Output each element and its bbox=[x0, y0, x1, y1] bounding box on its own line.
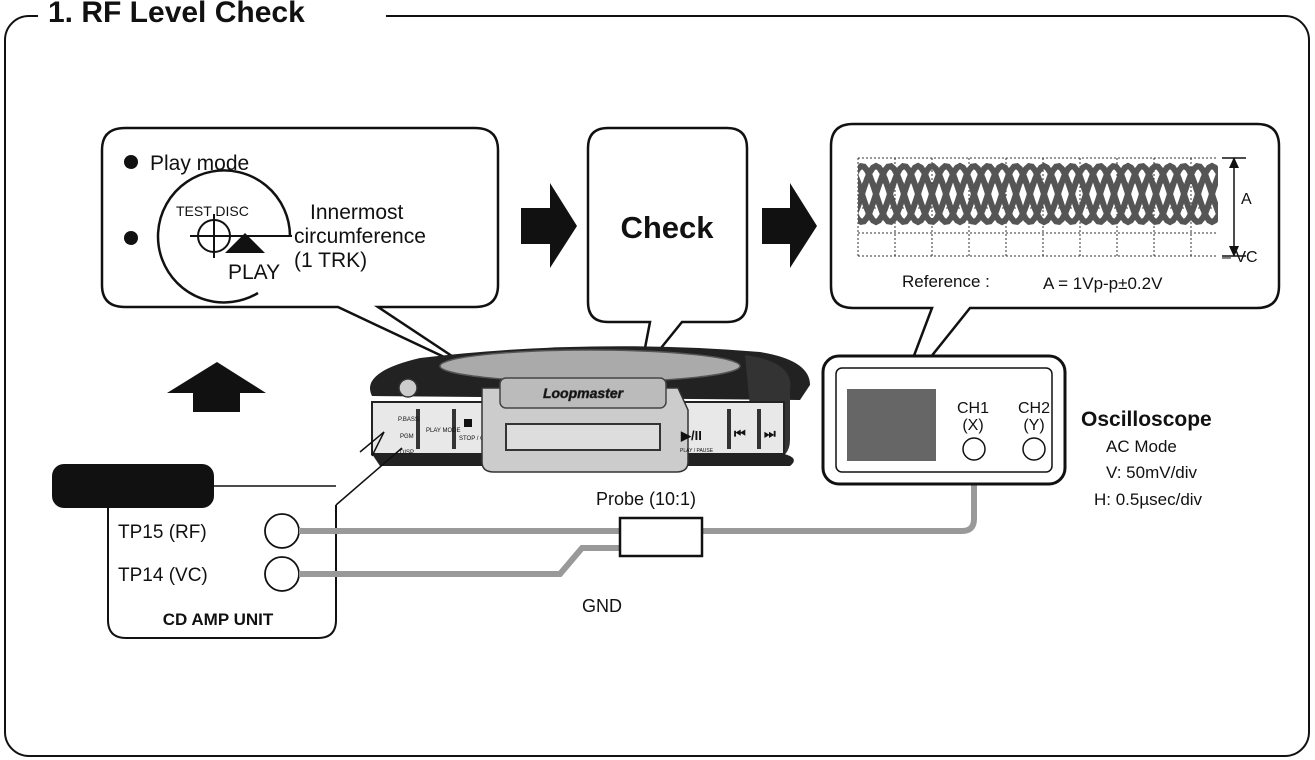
ch2-input-jack[interactable] bbox=[1022, 437, 1046, 461]
oscilloscope-inner bbox=[835, 367, 1053, 473]
reference-prefix: Reference : bbox=[902, 272, 990, 291]
bullet-dot bbox=[124, 231, 138, 245]
check-label: Check bbox=[620, 210, 714, 245]
oscilloscope-title: Oscilloscope bbox=[1081, 408, 1212, 431]
innermost-line1: Innermost bbox=[310, 201, 404, 224]
page-title: 1. RF Level Check bbox=[48, 0, 305, 29]
next-track-icon: ⏭ bbox=[764, 426, 776, 441]
gnd-label: GND bbox=[582, 596, 622, 616]
oscilloscope-mode: AC Mode bbox=[1106, 437, 1177, 456]
check-bubble bbox=[586, 126, 749, 375]
display-window bbox=[505, 423, 661, 451]
play-label: PLAY bbox=[228, 261, 280, 284]
button-separator bbox=[727, 409, 731, 449]
cd-player: P.BASS PGM DISP PLAY MODE STOP / OFF Loo… bbox=[370, 346, 810, 473]
tp15-label: TP15 (RF) bbox=[118, 522, 207, 543]
bullet-dot bbox=[124, 155, 138, 169]
title-background bbox=[38, 0, 386, 30]
vc-label: – VC bbox=[1222, 249, 1258, 266]
amp-unit-label: CD AMP UNIT bbox=[163, 610, 274, 629]
right-arrow-icon bbox=[521, 183, 577, 268]
button-separator bbox=[452, 409, 456, 449]
tp14-label: TP14 (VC) bbox=[118, 565, 208, 586]
button-label-pgm: PGM bbox=[400, 434, 414, 440]
unit-leader-line bbox=[335, 447, 403, 506]
waveform-trace bbox=[858, 162, 1218, 226]
player-lid bbox=[439, 349, 741, 383]
amplitude-label: A bbox=[1241, 191, 1252, 208]
amplitude-arrow-top bbox=[1229, 157, 1239, 168]
amp-unit-box bbox=[107, 490, 337, 639]
play-pause-icon: ▶/II bbox=[680, 428, 702, 443]
right-arrow-icon bbox=[762, 183, 817, 268]
up-arrow-icon bbox=[167, 362, 266, 412]
button-label-disp: DISP bbox=[400, 450, 414, 456]
play-triangle-icon bbox=[225, 233, 265, 253]
button-label-stop-off: STOP / OFF bbox=[459, 436, 492, 442]
tp14-terminal[interactable] bbox=[264, 556, 300, 592]
innermost-line2: circumference bbox=[294, 225, 426, 248]
button-separator bbox=[757, 409, 761, 449]
ch2-sub-label: (Y) bbox=[1023, 417, 1044, 434]
button-label-pbass: P.BASS bbox=[398, 417, 419, 423]
button-label-play-mode: PLAY MODE bbox=[426, 428, 460, 434]
ch1-label: CH1 bbox=[957, 400, 989, 417]
test-disc-label: TEST DISC bbox=[176, 203, 249, 219]
stop-square-icon bbox=[464, 419, 472, 427]
oscilloscope-v: V: 50mV/div bbox=[1106, 463, 1198, 482]
tp15-terminal[interactable] bbox=[264, 513, 300, 549]
probe-to-ch1-cable bbox=[702, 450, 977, 534]
start-badge bbox=[52, 464, 214, 508]
oscilloscope-h: H: 0.5µsec/div bbox=[1094, 490, 1203, 509]
brand-logo: Loopmaster bbox=[543, 385, 625, 401]
vc-gnd-cable bbox=[299, 545, 620, 577]
play-mode-bubble bbox=[100, 126, 500, 374]
probe-label: Probe (10:1) bbox=[596, 489, 696, 509]
start-label: START bbox=[81, 468, 186, 504]
test-disc-outline bbox=[156, 169, 292, 304]
outer-frame bbox=[4, 15, 1310, 757]
previous-track-icon: ⏮ bbox=[734, 426, 746, 441]
ch1-sub-label: (X) bbox=[962, 417, 983, 434]
waveform-trace bbox=[858, 162, 1218, 226]
reference-value: A = 1Vp-p±0.2V bbox=[1043, 274, 1163, 293]
rf-eye-pattern bbox=[858, 162, 1218, 226]
innermost-line3: (1 TRK) bbox=[294, 249, 367, 272]
probe-body bbox=[618, 516, 704, 558]
ch1-input-jack[interactable] bbox=[962, 437, 986, 461]
button-separator bbox=[416, 409, 420, 449]
player-knob bbox=[398, 378, 418, 398]
ch2-label: CH2 bbox=[1018, 400, 1050, 417]
player-center-top bbox=[499, 377, 667, 409]
oscilloscope-screen bbox=[847, 389, 936, 461]
amplitude-arrow-bottom bbox=[1229, 246, 1239, 257]
button-label-play-pause: PLAY / PAUSE bbox=[680, 448, 714, 454]
start-leader-line bbox=[359, 431, 385, 457]
